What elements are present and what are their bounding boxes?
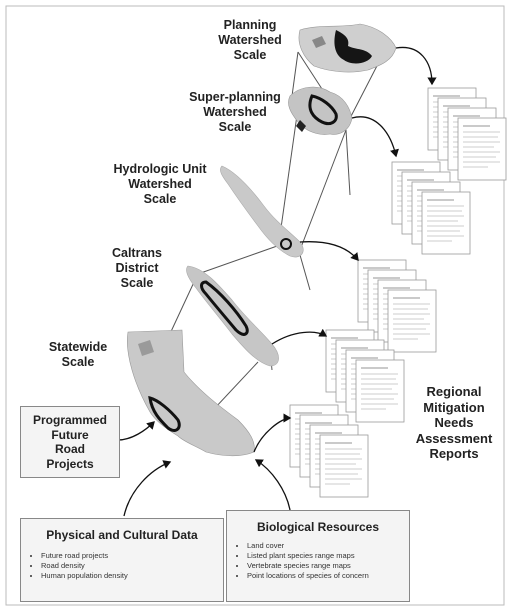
list-item: Point locations of species of concern [247,571,409,581]
list-item: Listed plant species range maps [247,551,409,561]
biological-resources-box: Biological Resources Land cover Listed p… [226,510,410,602]
label-hydrologic-unit-watershed-scale: Hydrologic Unit Watershed Scale [113,162,207,206]
label-super-planning-watershed-scale: Super-planning Watershed Scale [189,90,281,134]
label-planning-watershed-scale: Planning Watershed Scale [218,18,282,62]
programmed-road-projects-box: Programmed Future Road Projects [20,406,120,478]
report-arrows [253,46,437,453]
list-item: Land cover [247,541,409,551]
list-item: Human population density [41,571,223,581]
hydrologic-unit-map [220,165,304,258]
list-item: Future road projects [41,551,223,561]
label-regional-mitigation-reports: Regional Mitigation Needs Assessment Rep… [415,384,493,461]
biological-resources-list: Land cover Listed plant species range ma… [227,541,409,581]
planning-watershed-map [298,23,397,73]
label-caltrans-district-scale: Caltrans District Scale [111,246,163,290]
physical-cultural-data-title: Physical and Cultural Data [46,528,198,542]
outer-border [5,5,505,606]
label-statewide-scale: Statewide Scale [48,340,108,369]
input-arrows [117,421,291,517]
list-item: Vertebrate species range maps [247,561,409,571]
physical-cultural-data-box: Physical and Cultural Data Future road p… [20,518,224,602]
biological-resources-title: Biological Resources [256,520,380,534]
physical-cultural-data-list: Future road projects Road density Human … [21,551,223,581]
caltrans-district-map [186,265,279,367]
list-item: Road density [41,561,223,571]
super-planning-watershed-map [288,86,353,135]
statewide-map [126,329,255,457]
